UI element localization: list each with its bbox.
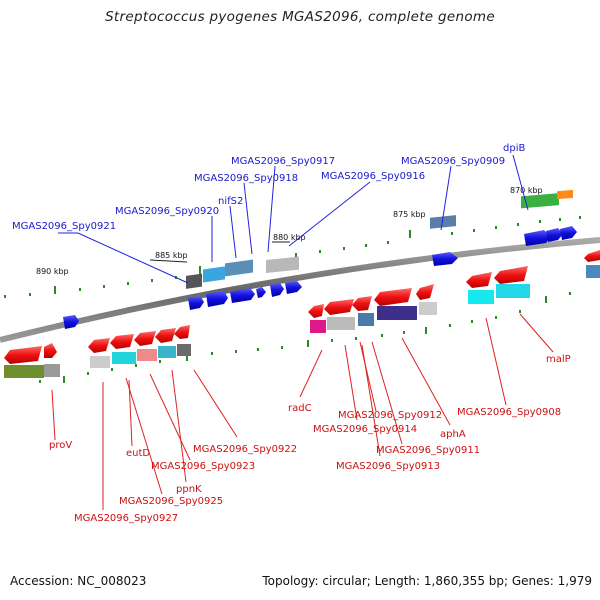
label-nifs2: nifS2 [218, 196, 243, 207]
label-spy0917: MGAS2096_Spy0917 [231, 156, 335, 167]
pos-870: 870 kbp [510, 186, 543, 195]
label-spy0909: MGAS2096_Spy0909 [401, 156, 505, 167]
label-radc: radC [288, 403, 312, 414]
label-spy0914: MGAS2096_Spy0914 [313, 424, 417, 435]
label-apha: aphA [440, 429, 466, 440]
map-title: Streptococcus pyogenes MGAS2096, complet… [105, 9, 495, 25]
label-spy0927: MGAS2096_Spy0927 [74, 513, 178, 524]
label-ppnk: ppnK [176, 484, 202, 495]
label-spy0920: MGAS2096_Spy0920 [115, 206, 219, 217]
top-leaders [58, 154, 529, 284]
gene-labels-bottom: proV MGAS2096_Spy0927 MGAS2096_Spy0925 e… [49, 354, 571, 524]
genome-summary: Topology: circular; Length: 1,860,355 bp… [262, 574, 592, 588]
scale-ticks-lower [39, 292, 571, 383]
pos-885: 885 kbp [155, 251, 188, 260]
label-prov: proV [49, 440, 72, 451]
label-spy0908: MGAS2096_Spy0908 [457, 407, 561, 418]
pos-875: 875 kbp [393, 210, 426, 219]
label-spy0913: MGAS2096_Spy0913 [336, 461, 440, 472]
label-spy0912: MGAS2096_Spy0912 [338, 410, 442, 421]
chromosome-backbone [0, 237, 600, 343]
label-spy0916: MGAS2096_Spy0916 [321, 171, 425, 182]
label-spy0925: MGAS2096_Spy0925 [119, 496, 223, 507]
pos-880: 880 kbp [273, 233, 306, 242]
pos-890: 890 kbp [36, 267, 69, 276]
label-dpib: dpiB [503, 143, 525, 154]
accession-text: Accession: NC_008023 [10, 574, 147, 588]
label-spy0923: MGAS2096_Spy0923 [151, 461, 255, 472]
label-eutd: eutD [126, 448, 150, 459]
label-malp: malP [546, 354, 571, 365]
gene-labels-top: MGAS2096_Spy0921 MGAS2096_Spy0920 nifS2 … [12, 143, 525, 232]
forward-genes [63, 189, 577, 329]
position-labels: 890 kbp 885 kbp 880 kbp 875 kbp 870 kbp [36, 186, 543, 276]
label-spy0921: MGAS2096_Spy0921 [12, 221, 116, 232]
reverse-genes [4, 250, 600, 378]
label-spy0918: MGAS2096_Spy0918 [194, 173, 298, 184]
bottom-leaders [51, 313, 554, 510]
label-spy0922: MGAS2096_Spy0922 [193, 444, 297, 455]
label-spy0911: MGAS2096_Spy0911 [376, 445, 480, 456]
